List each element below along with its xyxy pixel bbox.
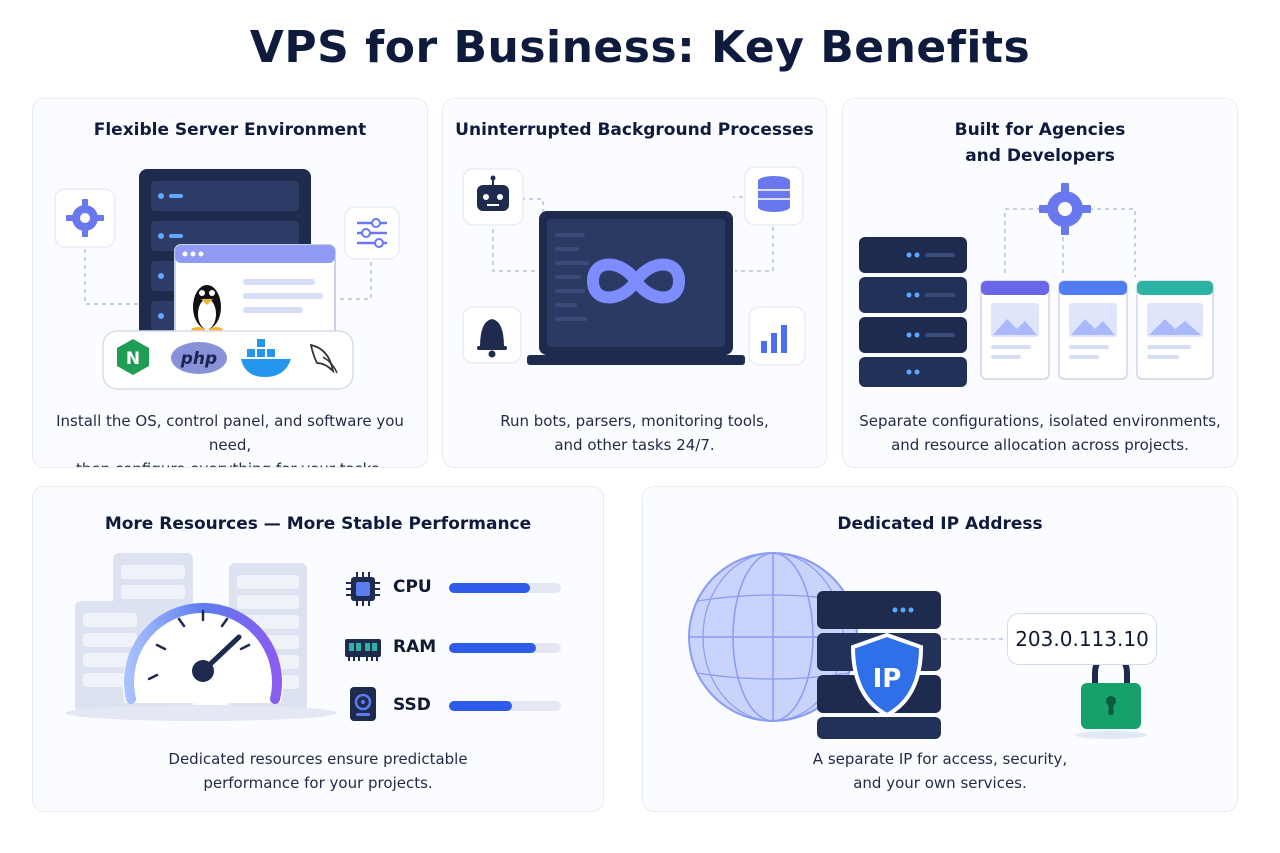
resource-label-cpu: CPU <box>393 577 432 597</box>
card-description: Separate configurations, isolated enviro… <box>859 412 1221 454</box>
speedometer-icon <box>123 602 283 704</box>
window-icon <box>1058 280 1128 380</box>
card-title: Uninterrupted Background Processes <box>455 120 814 140</box>
card-resources-performance: More Resources — More Stable Performance <box>32 486 604 812</box>
card-description: Run bots, parsers, monitoring tools, and… <box>500 412 769 454</box>
card-agencies-developers: Built for Agencies and Developers <box>842 98 1238 468</box>
background-illustration <box>462 166 806 366</box>
page-title: VPS for Business: Key Benefits <box>249 22 1031 73</box>
gear-icon <box>54 188 116 248</box>
docker-logo <box>241 339 291 377</box>
shield-icon: IP <box>850 632 924 718</box>
progress-bar-ssd <box>449 701 561 711</box>
card-title: Flexible Server Environment <box>93 120 367 140</box>
ip-address-value: 203.0.113.10 <box>1015 627 1149 651</box>
card-dedicated-ip: Dedicated IP Address <box>642 486 1238 812</box>
gear-icon <box>1039 183 1091 235</box>
card-title: Built for Agencies and Developers <box>954 120 1126 166</box>
window-icon <box>1136 280 1214 380</box>
card-title: Dedicated IP Address <box>837 514 1043 534</box>
nginx-logo: N <box>117 339 149 375</box>
progress-bar-cpu <box>449 583 561 593</box>
card-flexible-server: Flexible Server Environment <box>32 98 428 468</box>
mysql-dolphin-logo <box>309 343 338 374</box>
infinity-icon <box>586 258 686 304</box>
php-logo: php <box>171 342 227 374</box>
svg-text:IP: IP <box>873 664 902 694</box>
ram-module-icon <box>345 639 381 661</box>
resource-label-ssd: SSD <box>393 695 431 715</box>
flexible-illustration: N php <box>54 169 400 390</box>
bar-chart-icon <box>748 306 806 366</box>
svg-text:php: php <box>180 349 217 369</box>
card-description: Dedicated resources ensure predictable p… <box>168 750 468 792</box>
server-rack-icon <box>859 237 967 387</box>
resource-label-ram: RAM <box>393 637 437 657</box>
bell-icon <box>462 306 522 364</box>
ssd-drive-icon <box>350 687 376 721</box>
progress-bar-ram <box>449 643 561 653</box>
progress-fill <box>449 583 530 593</box>
card-title: More Resources — More Stable Performance <box>104 514 532 534</box>
speedometer-illustration <box>65 553 337 721</box>
progress-fill <box>449 701 512 711</box>
svg-text:N: N <box>126 349 140 369</box>
ip-address-badge <box>1007 613 1157 665</box>
cpu-chip-icon <box>346 572 380 606</box>
progress-fill <box>449 643 536 653</box>
ip-illustration: IP <box>688 552 1147 739</box>
window-icon <box>980 280 1050 380</box>
agencies-illustration <box>859 183 1214 387</box>
card-background-processes: Uninterrupted Background Processes <box>442 98 827 468</box>
linux-tux-icon <box>191 285 223 333</box>
database-icon <box>744 166 804 226</box>
robot-icon <box>462 168 524 226</box>
lock-icon <box>1075 653 1147 739</box>
sliders-icon <box>344 206 400 260</box>
card-description: Install the OS, control panel, and softw… <box>56 412 404 467</box>
card-description: A separate IP for access, security, and … <box>812 750 1068 792</box>
